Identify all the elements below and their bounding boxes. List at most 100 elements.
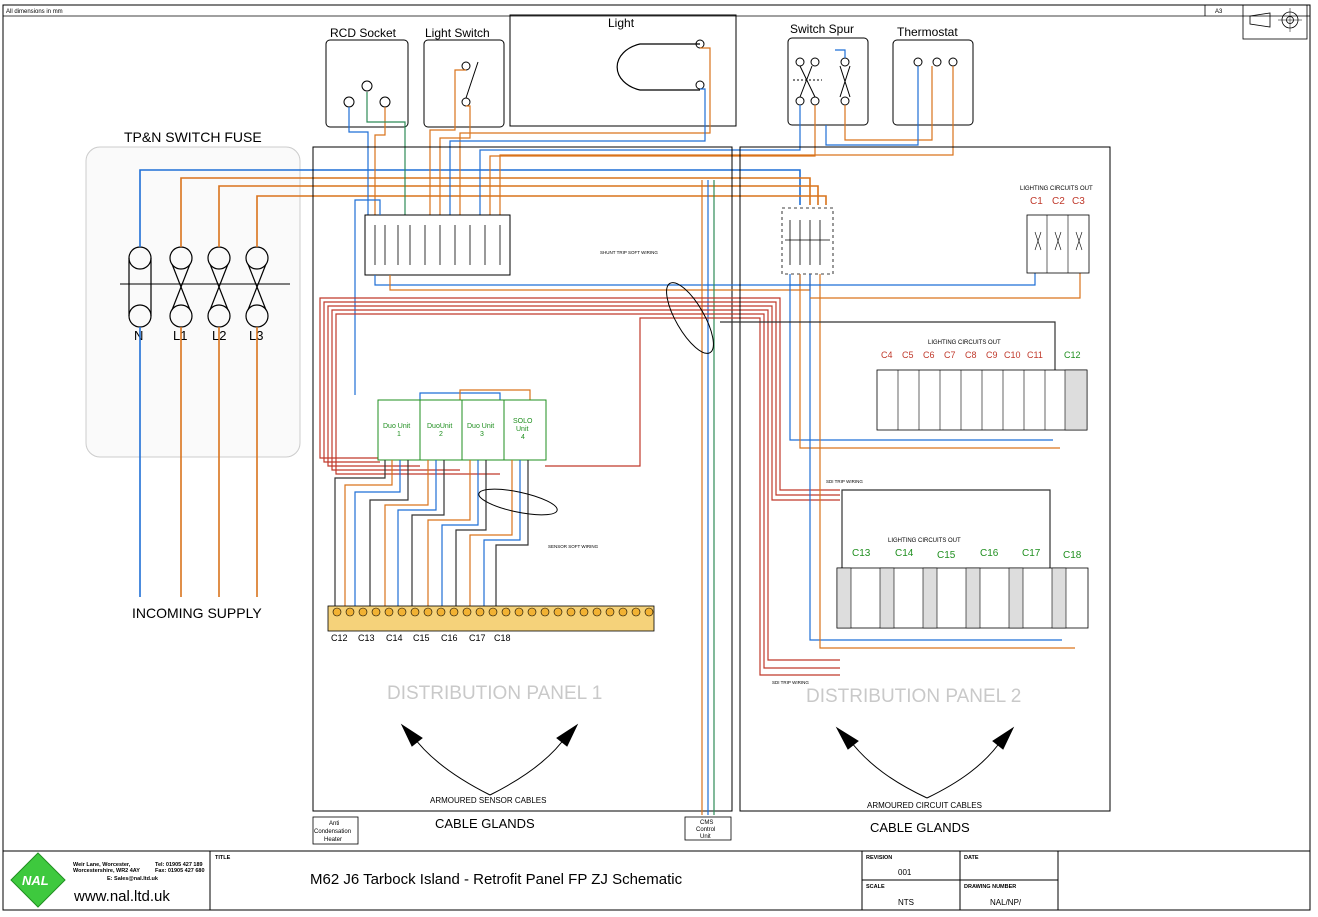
- panel1-glands: CABLE GLANDS: [435, 816, 535, 831]
- terminal-label-c14: C14: [386, 633, 403, 643]
- circuit-c7: C7: [944, 350, 956, 360]
- terminal-label-c16: C16: [441, 633, 458, 643]
- group1-circuit-marks: [1034, 215, 1083, 273]
- panel1-cable-note: ARMOURED SENSOR CABLES: [430, 796, 546, 805]
- rcd-socket-label: RCD Socket: [330, 26, 397, 40]
- panel1-mcb-bank: [364, 214, 511, 276]
- cms-control-unit-box: [684, 816, 732, 841]
- website-link[interactable]: www.nal.ltd.uk: [73, 888, 170, 905]
- sensor-wiring-note: SENSOR SOFT WIRING: [548, 544, 599, 549]
- circuit-c16: C16: [980, 548, 999, 559]
- group2-circuit-marks: [897, 370, 1046, 430]
- distribution-panel-2: [739, 146, 1111, 812]
- heater-line3: Heater: [324, 837, 342, 843]
- scale-value: NTS: [898, 898, 914, 907]
- circuit-c1: C1: [1030, 196, 1043, 207]
- company-line-1: Weir Lane, Worcester,: [73, 862, 131, 868]
- drawing-number-label: DRAWING NUMBER: [964, 884, 1016, 890]
- projection-icon: [1242, 4, 1308, 40]
- heater-line1: Anti: [329, 821, 339, 827]
- circuit-c8: C8: [965, 350, 977, 360]
- company-line-3: Tel: 01905 427 189: [155, 862, 203, 868]
- cms-line2: Control: [696, 827, 715, 833]
- sensor-wiring: [334, 460, 529, 608]
- switch-fuse-title: TP&N SWITCH FUSE: [124, 129, 262, 145]
- switch-spur-label: Switch Spur: [790, 22, 854, 36]
- drawing-number-value: NAL/NP/: [990, 898, 1022, 907]
- terminal-label-c13: C13: [358, 633, 375, 643]
- panel1-trip-wiring: [319, 297, 840, 676]
- scale-label: SCALE: [866, 884, 885, 890]
- circuit-c11: C11: [1027, 350, 1043, 360]
- terminal-label-c12: C12: [331, 633, 348, 643]
- shunt-trip-loop: [666, 282, 714, 354]
- terminal-n: N: [134, 328, 143, 343]
- sensor-units: [377, 399, 547, 461]
- drawing-border: [2, 4, 1311, 911]
- group1-title: LIGHTING CIRCUITS OUT: [1020, 186, 1093, 192]
- unit-4-line1: SOLO: [513, 418, 533, 425]
- terminal-label-c18: C18: [494, 633, 511, 643]
- terminal-label-c17: C17: [469, 633, 486, 643]
- circuit-c5: C5: [902, 350, 914, 360]
- panel2-glands: CABLE GLANDS: [870, 820, 970, 835]
- unit-4-line2: Unit: [516, 426, 529, 433]
- nal-logo: [10, 852, 66, 908]
- heater-line2: Condensation: [314, 829, 351, 835]
- circuit-c3: C3: [1072, 196, 1085, 207]
- sheet-size: A3: [1215, 9, 1223, 15]
- circuit-c10: C10: [1004, 350, 1021, 360]
- incoming-supply-label: INCOMING SUPPLY: [132, 605, 262, 621]
- circuit-c13: C13: [852, 548, 871, 559]
- switch-spur: [787, 37, 869, 126]
- company-line-5: E: Sales@nal.ltd.uk: [107, 876, 159, 882]
- panel2-wiring: [720, 270, 1081, 649]
- thermostat-label: Thermostat: [897, 25, 958, 39]
- distribution-panel-1: [312, 146, 733, 812]
- circuit-c2: C2: [1052, 196, 1065, 207]
- unit-1-line1: Duo Unit: [383, 423, 410, 430]
- unit-3-line2: 3: [480, 431, 484, 438]
- light-fitting: [509, 14, 737, 127]
- switch-fuse-enclosure: [85, 146, 301, 458]
- light-label: Light: [608, 16, 635, 30]
- panel2-name: DISTRIBUTION PANEL 2: [806, 686, 1021, 707]
- thermostat: [892, 39, 974, 126]
- date-label: DATE: [964, 855, 979, 861]
- panel2-isolator: [781, 207, 834, 275]
- incoming-supply-wires: [139, 169, 827, 597]
- shunt-trip-note: SHUNT TRIP SOFT WIRING: [600, 250, 658, 255]
- terminal-strip: [327, 605, 655, 632]
- group2-title: LIGHTING CIRCUITS OUT: [928, 340, 1001, 346]
- light-switch: [423, 39, 505, 128]
- title-block: [3, 850, 1310, 910]
- revision-label: REVISION: [866, 855, 892, 861]
- sdi-trip-note-bottom: SDI TRIP WIRING: [772, 680, 809, 685]
- unit-4-line3: 4: [521, 434, 525, 441]
- circuit-c15: C15: [937, 550, 956, 561]
- circuit-c6: C6: [923, 350, 935, 360]
- cms-line1: CMS: [700, 820, 713, 826]
- group2-rcd-module: [1064, 369, 1088, 431]
- circuit-c14: C14: [895, 548, 914, 559]
- group1-mcb-bank: [1026, 214, 1090, 274]
- unit-1-line2: 1: [397, 431, 401, 438]
- group3-title: LIGHTING CIRCUITS OUT: [888, 538, 961, 544]
- panel2-cable-note: ARMOURED CIRCUIT CABLES: [867, 801, 982, 810]
- sensor-wiring-loop: [478, 488, 558, 516]
- light-switch-label: Light Switch: [425, 26, 490, 40]
- panel1-name: DISTRIBUTION PANEL 1: [387, 683, 602, 704]
- sdi-trip-note-top: SDI TRIP WIRING: [826, 479, 863, 484]
- drawing-title: M62 J6 Tarbock Island - Retrofit Panel F…: [310, 871, 683, 888]
- logo-text: NAL: [22, 873, 49, 888]
- circuit-c9: C9: [986, 350, 998, 360]
- group3-circuit-marks: [836, 567, 1067, 629]
- company-line-2: Worcestershire, WR2 4AY: [73, 868, 140, 874]
- group3-mcb-bank: [836, 567, 1089, 629]
- dimensions-note: All dimensions in mm: [6, 9, 63, 15]
- panel2-cable-arrows: [835, 726, 1015, 799]
- panel1-cable-arrows: [400, 723, 579, 796]
- circuit-c4: C4: [881, 350, 893, 360]
- component-wiring: [348, 47, 954, 215]
- unit-3-line1: Duo Unit: [467, 423, 494, 430]
